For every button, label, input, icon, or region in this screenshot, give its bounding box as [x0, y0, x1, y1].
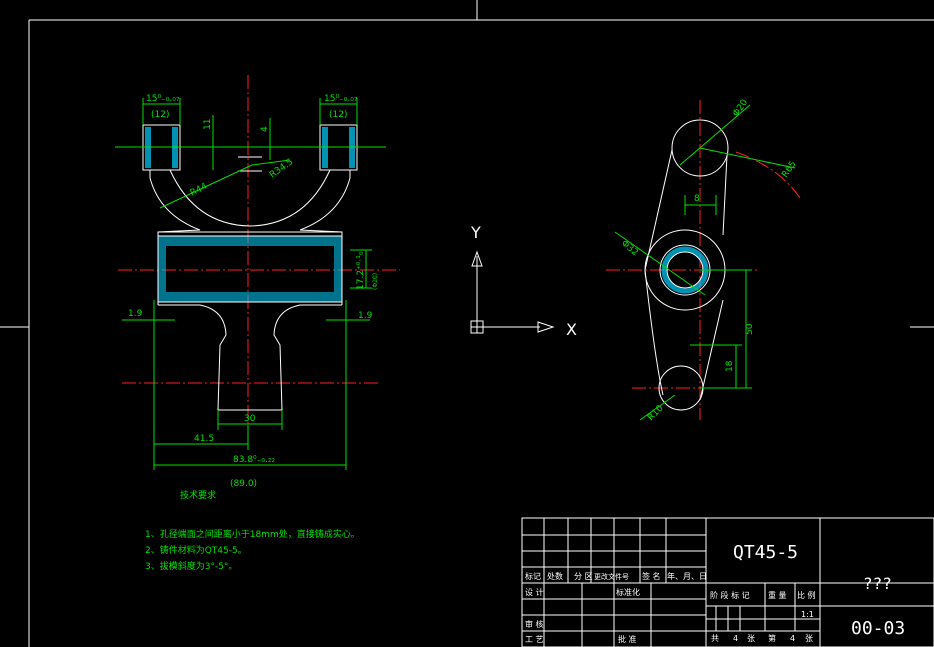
note-1: 1、孔径端面之间距离小于18mm处，直接铸成实心。	[145, 528, 360, 540]
ucs-y-label: Y	[470, 223, 481, 242]
dim-50: 50	[745, 323, 755, 335]
tb-sheet-value: 4	[790, 634, 795, 643]
tb-label-change-doc: 更改文件号	[594, 572, 629, 581]
note-3: 3、拔模斜度为3°-5°。	[145, 560, 237, 572]
notes-title: 技术要求	[180, 489, 216, 501]
dim-1-9-left: 1.9	[128, 309, 143, 319]
left-dim-lines	[115, 98, 386, 470]
tb-label-zone: 分 区	[574, 572, 593, 581]
tb-label-weight: 重 量	[768, 590, 787, 600]
dim-89-ref: (89.0)	[230, 479, 257, 489]
tb-drawing-number: 00-03	[851, 618, 905, 639]
dim-r10: R10	[646, 403, 666, 423]
tb-label-approve: 批 准	[618, 634, 637, 644]
tb-material: QT45-5	[733, 542, 798, 563]
title-block[interactable]: 标记 处数 分 区 更改文件号 签 名 年、月、日 设 计 审 核 工 艺 标准…	[521, 517, 934, 647]
right-dim-lines	[614, 104, 796, 421]
dim-r44: R44	[189, 181, 210, 198]
tb-scale-value: 1:1	[801, 610, 814, 619]
tb-label-count: 处数	[547, 571, 563, 581]
dim-flange-ref-right: (12)	[329, 110, 347, 120]
dim-18: 18	[725, 360, 735, 372]
tb-label-review: 审 核	[525, 619, 544, 629]
tb-total-unit: 张	[747, 634, 755, 643]
tb-part-name: ???	[863, 574, 892, 593]
dim-bore: 17.2⁺⁰·¹₀	[356, 251, 366, 290]
dim-11: 11	[203, 119, 213, 130]
tb-label-stage: 阶 段 标 记	[710, 590, 750, 600]
dim-4: 4	[260, 126, 270, 132]
hub-section	[157, 235, 343, 303]
dim-bore-ref: (Φ20)	[372, 273, 379, 290]
tb-label-standard: 标准化	[616, 587, 640, 597]
tb-sheet-label: 第	[768, 633, 776, 643]
ucs-icon	[470, 250, 555, 334]
dim-41-5: 41.5	[194, 434, 214, 444]
tb-label-design: 设 计	[525, 587, 544, 597]
title-block-grid	[521, 517, 934, 647]
ucs-x-label: X	[566, 320, 577, 339]
tb-label-scale: 比 例	[797, 590, 816, 600]
right-view[interactable]: Φ20 R65 8 Φ32 50 18 R10	[606, 98, 801, 424]
dim-1-9-right: 1.9	[358, 311, 373, 321]
slot-lines	[238, 156, 262, 172]
yoke-outline	[149, 169, 351, 411]
dim-flange-ref-left: (12)	[151, 110, 169, 120]
dim-phi32: Φ32	[619, 239, 640, 259]
dim-30: 30	[244, 414, 256, 424]
tb-label-date: 年、月、日	[667, 571, 707, 581]
tb-label-process: 工 艺	[525, 635, 544, 644]
note-2: 2、铸件材料为QT45-5。	[145, 544, 247, 556]
dim-r65: R65	[780, 159, 798, 179]
tb-total-value: 4	[733, 634, 738, 643]
lever-outline	[644, 119, 729, 411]
tb-label-sign: 签 名	[642, 571, 661, 581]
dim-8: 8	[694, 194, 700, 204]
left-view[interactable]: 15⁰₋₀.₀₇ (12) 15⁰₋₀.₀₇ (12) 11 4 R34.5 R…	[115, 75, 400, 572]
dim-phi20: Φ20	[731, 98, 750, 119]
tb-total-label: 共	[711, 634, 719, 643]
dim-83-8: 83.8⁰₋₀.₂₂	[233, 455, 275, 465]
tb-sheet-unit: 张	[805, 634, 813, 643]
dim-flange-tol-left: 15⁰₋₀.₀₇	[146, 94, 180, 104]
tb-label-mark: 标记	[525, 571, 541, 581]
dim-flange-tol-right: 15⁰₋₀.₀₇	[324, 94, 358, 104]
